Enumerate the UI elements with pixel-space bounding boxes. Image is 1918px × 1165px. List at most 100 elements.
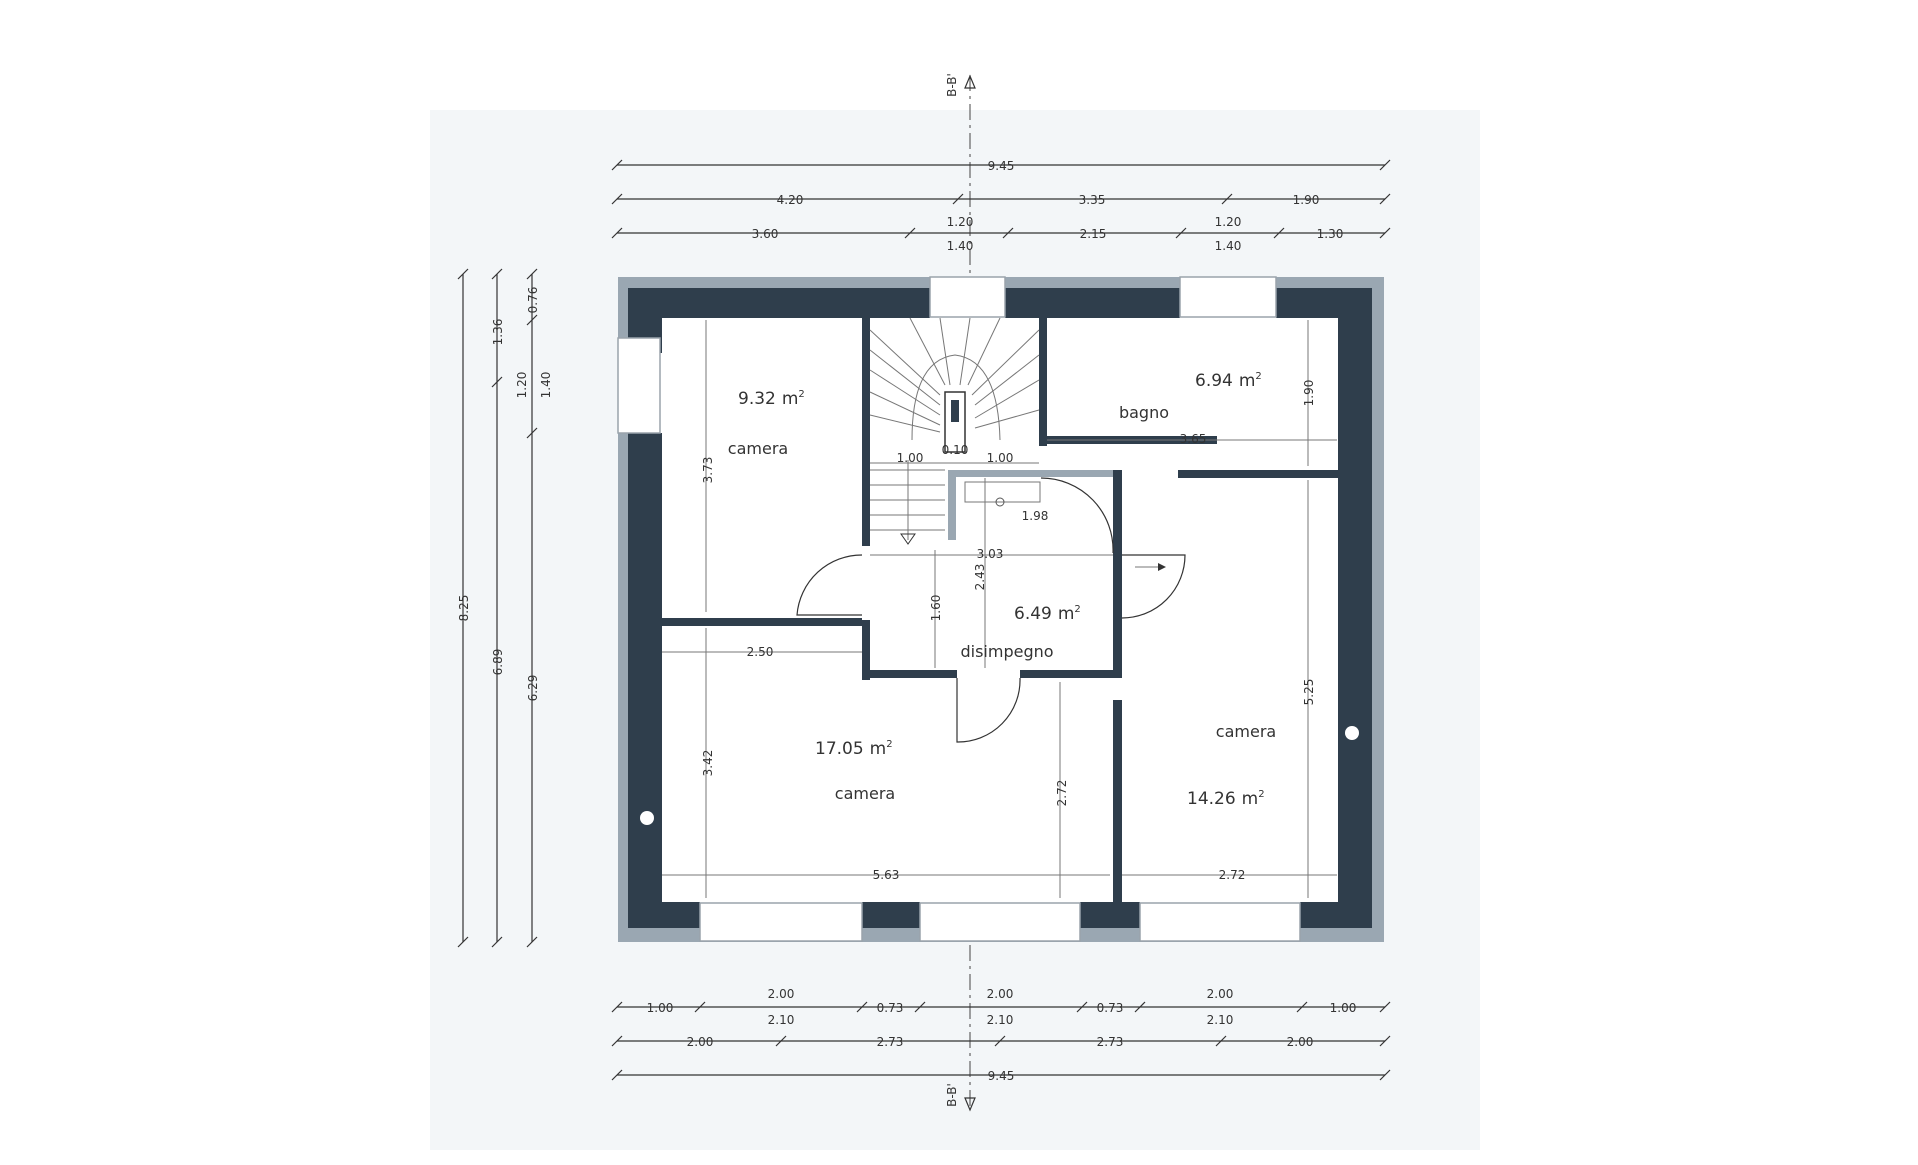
- partition-stair-right: [1039, 316, 1047, 446]
- dim-b-2-00-b: 2.00: [1287, 1035, 1314, 1049]
- partition-stair-left: [862, 316, 870, 546]
- partition-disimp-bottom-1: [862, 670, 957, 678]
- tick: [526, 936, 538, 948]
- tick: [611, 159, 623, 171]
- door-arrow-head: [1158, 563, 1166, 571]
- stair-curve: [911, 354, 1001, 441]
- dim-b-2-73-b: 2.73: [1097, 1035, 1124, 1049]
- tick: [856, 1001, 868, 1013]
- tick: [1379, 193, 1391, 205]
- wall-top-left: [628, 288, 930, 318]
- dim-2-15: 2.15: [1080, 227, 1107, 241]
- dim-1-20-left: 1.20: [515, 372, 529, 399]
- window-bottom-1: [699, 902, 863, 942]
- dim-b-2-00-2: 2.00: [987, 987, 1014, 1001]
- area-superscript: 2: [1258, 789, 1264, 800]
- interior-area: [660, 316, 1341, 906]
- dim-3-60: 3.60: [752, 227, 779, 241]
- dim-3-35: 3.35: [1079, 193, 1106, 207]
- dim-2-72-v: 2.72: [1055, 780, 1069, 807]
- tick: [775, 1035, 787, 1047]
- tick: [491, 376, 503, 388]
- outer-walls: [617, 276, 1384, 942]
- column-dot-left: [640, 811, 654, 825]
- door-camera-nw: [796, 554, 863, 616]
- wall-top-mid: [1005, 288, 1180, 318]
- dim-2-72-h: 2.72: [1219, 868, 1246, 882]
- stair-tread: [971, 329, 1040, 396]
- area-unit: m: [1242, 789, 1259, 809]
- stair-tread: [974, 379, 1040, 419]
- partition-disimp-left-lower: [862, 620, 870, 680]
- dim-b-0-73-1: 0.73: [877, 1001, 904, 1015]
- area-value: 9.32: [738, 389, 776, 409]
- dim-3-03: 3.03: [977, 547, 1004, 561]
- tick: [611, 227, 623, 239]
- wall-left: [628, 433, 662, 928]
- dim-1-60: 1.60: [929, 595, 943, 622]
- dim-1-30: 1.30: [1317, 227, 1344, 241]
- stair-tread: [959, 317, 971, 386]
- partition-landing-top: [948, 470, 1113, 477]
- partition-bagno-bottom: [1178, 470, 1341, 478]
- dim-2-43: 2.43: [973, 564, 987, 591]
- room-bagno: bagno: [1119, 403, 1169, 422]
- tick: [952, 193, 964, 205]
- tick: [914, 1001, 926, 1013]
- bottom-dimensions: 1.00 2.00 2.10 0.73 2.00 2.10 0.73 2.00 …: [611, 987, 1391, 1083]
- dim-b-2-00-3: 2.00: [1207, 987, 1234, 1001]
- dim-3-65: 3.65: [1180, 432, 1207, 446]
- window-bottom-2: [919, 902, 1081, 942]
- landing-fixture: [964, 481, 1041, 503]
- tick: [1296, 1001, 1308, 1013]
- tick: [994, 1035, 1006, 1047]
- tick: [694, 1001, 706, 1013]
- dim-b-2-00-1: 2.00: [768, 987, 795, 1001]
- wall-right: [1338, 288, 1372, 928]
- room-disimpegno: disimpegno: [960, 642, 1053, 661]
- tick: [1379, 1001, 1391, 1013]
- dim-8-25: 8.25: [457, 595, 471, 622]
- window-bottom-3: [1139, 902, 1301, 942]
- window-left: [617, 337, 661, 434]
- area-value: 6.94: [1195, 371, 1233, 391]
- dim-b-1-00-right: 1.00: [1330, 1001, 1357, 1015]
- dim-b-0-73-2: 0.73: [1097, 1001, 1124, 1015]
- tick: [491, 936, 503, 948]
- partition-disimpegno-right: [1113, 470, 1122, 670]
- area-unit: m: [782, 389, 799, 409]
- dim-b-1-00-left: 1.00: [647, 1001, 674, 1015]
- room-camera-se: camera: [1216, 722, 1276, 741]
- tick: [611, 1035, 623, 1047]
- tick: [1134, 1001, 1146, 1013]
- top-total-9-45: 9.45: [988, 159, 1015, 173]
- staircase: 1.00 0.10 1.00 1.98: [869, 317, 1048, 545]
- tick: [1379, 159, 1391, 171]
- door-landing: [1040, 477, 1114, 554]
- area-value: 14.26: [1187, 789, 1236, 809]
- tick: [1002, 227, 1014, 239]
- window-top-1: [929, 276, 1006, 318]
- section-arrow-top: [964, 74, 976, 89]
- stair-tread: [939, 317, 951, 386]
- tick: [1076, 1001, 1088, 1013]
- dim-6-29: 6.29: [526, 675, 540, 702]
- tick: [1273, 227, 1285, 239]
- partition-camera-se-left: [1113, 700, 1122, 905]
- stair-tread: [974, 354, 1040, 406]
- dim-b-2-10-3: 2.10: [1207, 1013, 1234, 1027]
- stair-tread: [869, 349, 941, 406]
- stair-tread: [869, 329, 941, 396]
- area-superscript: 2: [1255, 371, 1261, 382]
- partition-landing: [948, 470, 956, 540]
- tick: [526, 314, 538, 326]
- dim-5-25: 5.25: [1302, 679, 1316, 706]
- area-unit: m: [1239, 371, 1256, 391]
- wall-bottom-1: [628, 902, 700, 928]
- dim-1-90: 1.90: [1293, 193, 1320, 207]
- dim-2-50: 2.50: [747, 645, 774, 659]
- dim-1-36: 1.36: [491, 319, 505, 346]
- tick: [491, 268, 503, 280]
- tick: [1215, 1035, 1227, 1047]
